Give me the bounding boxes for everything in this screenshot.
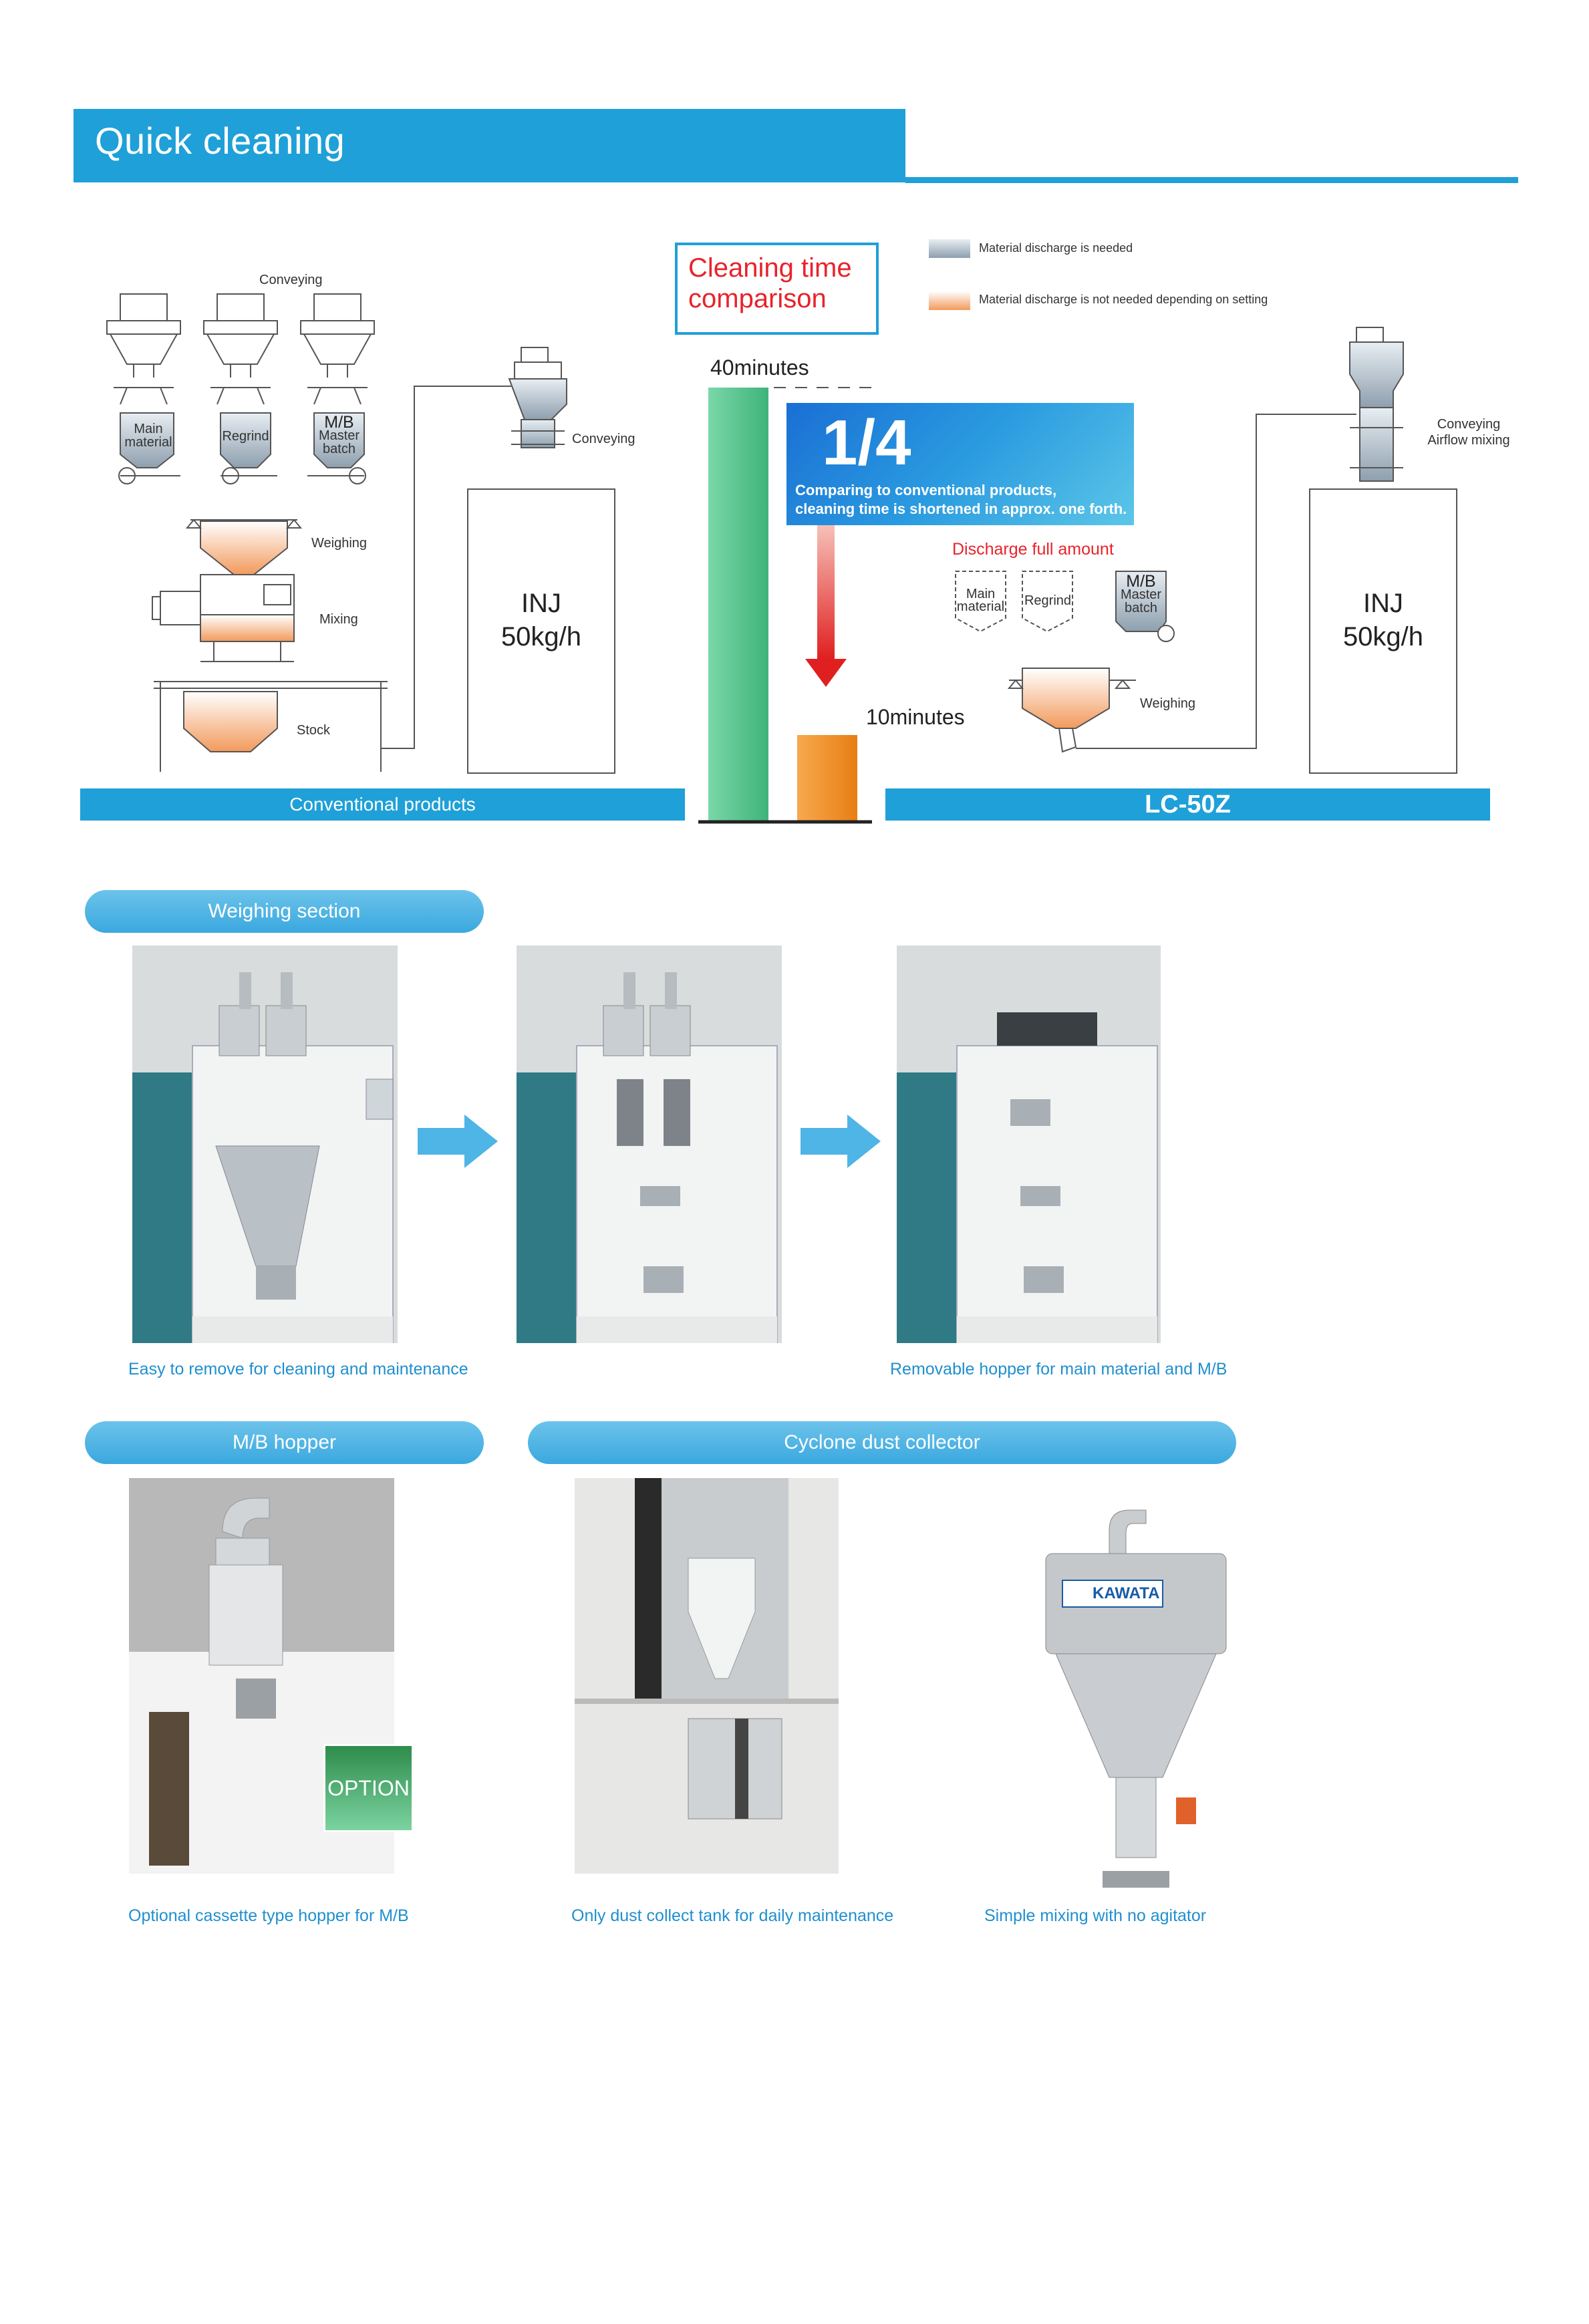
bar-conventional <box>708 388 768 822</box>
hopper-mb-line1: M/B <box>324 413 354 432</box>
lc50z-inj-line2: 50kg/h <box>1342 622 1424 651</box>
simple-mixer-photo: KAWATA <box>1029 1497 1243 1898</box>
cyclone-photo <box>575 1478 839 1874</box>
legend-swatch-orange <box>929 291 970 310</box>
hopper-main-line1: Main <box>134 422 163 436</box>
lc50z-hoppers <box>955 571 1175 642</box>
hopper-regrind: Regrind <box>222 429 269 444</box>
lc50z-hopper-main-line2: material <box>956 599 1005 614</box>
legend-grey-label: Material discharge is needed <box>979 241 1133 255</box>
conventional-mixer <box>152 574 295 662</box>
lc50z-weighing <box>1007 668 1136 753</box>
lc50z-hopper-mb-line3: batch <box>1125 601 1157 615</box>
hopper-mb-line3: batch <box>323 442 355 456</box>
hopper-mb: M/B Master batch <box>314 413 364 456</box>
stock-label: Stock <box>297 723 331 738</box>
arrow-right-icon <box>418 1115 498 1168</box>
lc50z-inj <box>1309 327 1457 774</box>
lc50z-hopper-regrind: Regrind <box>1024 593 1072 608</box>
conventional-weighing <box>185 519 303 575</box>
weighing-section-header: Weighing section <box>85 890 484 933</box>
comparison-heading: Cleaning time comparison <box>688 253 852 314</box>
lc50z-hopper-main-line1: Main <box>966 587 996 601</box>
lc50z-inj-label: INJ 50kg/h <box>1290 587 1477 653</box>
ratio-banner <box>786 403 1134 525</box>
legend-orange-label: Material discharge is not needed dependi… <box>979 293 1268 306</box>
title-banner <box>74 109 905 182</box>
ratio-description-line1: Comparing to conventional products, <box>795 482 1057 498</box>
weighing-photo-2 <box>517 946 782 1343</box>
mixing-label: Mixing <box>319 612 358 627</box>
reduction-arrow-shaft <box>817 525 835 659</box>
conventional-footer: Conventional products <box>80 788 685 821</box>
bar-lc50z <box>797 735 857 822</box>
ratio-value: 1/4 <box>822 407 911 478</box>
lc50z-conveying-line1: Conveying <box>1437 417 1501 432</box>
lc50z-hopper-main: Main material <box>952 587 1009 614</box>
lc50z-conveying-line2: Airflow mixing <box>1427 433 1510 448</box>
conventional-inj-line2: 50kg/h <box>500 622 582 651</box>
lc50z-footer: LC-50Z <box>885 788 1490 821</box>
reduction-arrow-head <box>805 659 847 687</box>
comparison-heading-line1: Cleaning time <box>688 253 852 283</box>
title-underline <box>905 177 1518 183</box>
hopper-main-line2: material <box>124 435 172 450</box>
lc50z-conveying-line <box>1076 414 1356 749</box>
hopper-main-material: Main material <box>122 422 175 449</box>
caption-dust-tank: Only dust collect tank for daily mainten… <box>571 1906 894 1925</box>
caption-removable-hopper: Removable hopper for main material and M… <box>890 1360 1227 1378</box>
conventional-hoppers <box>118 412 366 484</box>
ratio-description-line2: cleaning time is shortened in approx. on… <box>795 500 1127 517</box>
weighing-label: Weighing <box>311 536 368 551</box>
conventional-inj <box>467 347 615 774</box>
arrow-right-icon <box>801 1115 881 1168</box>
lc50z-hopper-mb-line2: Master <box>1120 587 1162 602</box>
mb-hopper-header: M/B hopper <box>85 1421 484 1464</box>
lc50z-inj-line1: INJ <box>1363 589 1403 618</box>
weighing-photo-3 <box>897 946 1161 1343</box>
hopper-mb-line2: Master <box>318 428 360 443</box>
conventional-minutes: 40minutes <box>710 355 809 380</box>
conventional-inj-line1: INJ <box>521 589 561 618</box>
option-badge: OPTION <box>323 1744 414 1832</box>
lc50z-hopper-mb-line1: M/B <box>1126 572 1156 591</box>
conventional-inj-label: INJ 50kg/h <box>448 587 635 653</box>
discharge-full-label: Discharge full amount <box>952 540 1114 559</box>
caption-optional-cassette: Optional cassette type hopper for M/B <box>128 1906 409 1925</box>
lc50z-weighing-label: Weighing <box>1140 696 1196 711</box>
ratio-description: Comparing to conventional products, clea… <box>795 481 1127 519</box>
conventional-loaders <box>106 293 375 405</box>
process-diagram <box>106 239 1457 824</box>
conveying-side-label: Conveying <box>572 432 635 446</box>
comparison-heading-box <box>675 243 879 335</box>
conventional-conveying-line <box>381 386 511 749</box>
lc50z-hopper-mb: M/B Master batch <box>1116 572 1166 615</box>
page-title: Quick cleaning <box>95 120 345 162</box>
caption-easy-remove: Easy to remove for cleaning and maintena… <box>128 1360 468 1378</box>
weighing-photo-1 <box>132 946 398 1343</box>
lc50z-minutes: 10minutes <box>866 705 965 729</box>
caption-simple-mixing: Simple mixing with no agitator <box>984 1906 1207 1925</box>
legend-swatch-grey <box>929 239 970 258</box>
cyclone-header: Cyclone dust collector <box>528 1421 1236 1464</box>
brand-label: KAWATA <box>1093 1584 1159 1602</box>
comparison-heading-line2: comparison <box>688 284 827 313</box>
conveying-top-label: Conveying <box>259 273 323 287</box>
lc50z-conveying-label: Conveying Airflow mixing <box>1415 416 1522 448</box>
conventional-stock <box>154 681 388 772</box>
